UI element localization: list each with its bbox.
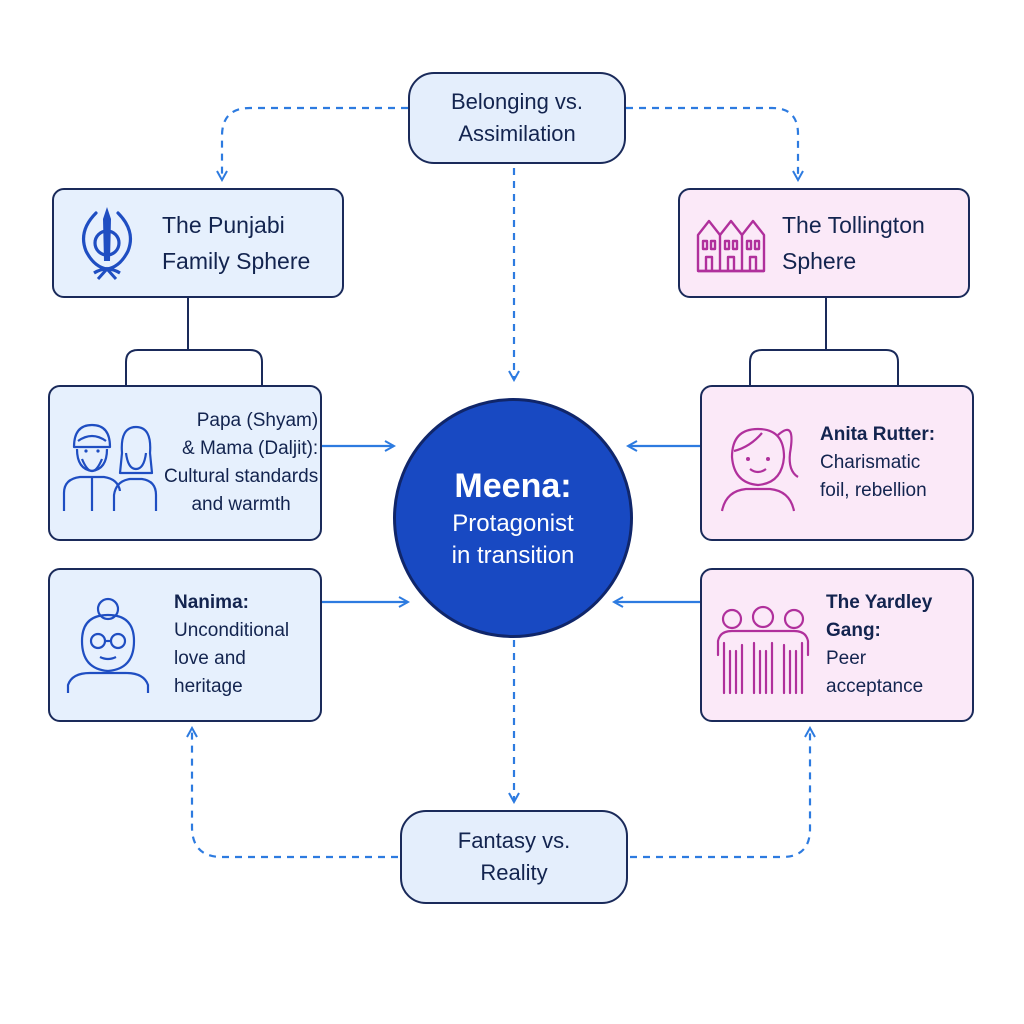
arrow-top-to-left-sphere: [222, 106, 408, 180]
center-meena: Meena: Protagonist in transition: [393, 398, 633, 638]
arrow-bottom-to-right-sphere: [630, 728, 810, 859]
grandmother-icon: [66, 597, 150, 693]
girl-icon: [720, 427, 799, 512]
papa-mama-text: Papa (Shyam) & Mama (Daljit): Cultural s…: [164, 410, 319, 515]
punjabi-family-sphere: The Punjabi Family Sphere: [52, 188, 344, 298]
arrow-top-to-right-sphere: [626, 106, 798, 180]
parents-icon: [62, 423, 158, 511]
center-title: Meena:: [454, 467, 572, 505]
node-anita-rutter: Anita Rutter: Charismatic foil, rebellio…: [700, 385, 974, 541]
nanima-text: Nanima: Unconditional love and heritage: [174, 592, 290, 697]
node-papa-mama: Papa (Shyam) & Mama (Daljit): Cultural s…: [48, 385, 322, 541]
theme-belonging-assimilation: Belonging vs. Assimilation: [408, 72, 626, 164]
center-subtitle-line-1: Protagonist: [452, 510, 574, 537]
node-yardley-gang: The Yardley Gang: Peer acceptance: [700, 568, 974, 722]
theme-fantasy-reality: Fantasy vs. Reality: [400, 810, 628, 904]
bracket-left: [125, 298, 263, 385]
arrow-bottom-to-left-sphere: [192, 728, 398, 859]
houses-icon: [696, 219, 766, 273]
khanda-icon: [82, 207, 132, 281]
theme-line-2: Reality: [480, 860, 548, 885]
theme-line-1: Belonging vs.: [450, 89, 584, 114]
bracket-right: [749, 298, 899, 385]
group-icon: [716, 605, 810, 695]
yardley-text: The Yardley Gang: Peer acceptance: [826, 592, 933, 697]
theme-line-1: Fantasy vs.: [457, 828, 571, 853]
tollington-sphere: The Tollington Sphere: [678, 188, 970, 298]
theme-line-2: Assimilation: [458, 121, 576, 146]
tollington-sphere-title: The Tollington Sphere: [782, 212, 925, 274]
punjabi-sphere-title: The Punjabi Family Sphere: [162, 212, 311, 274]
center-subtitle-line-2: in transition: [451, 542, 575, 569]
anita-text: Anita Rutter: Charismatic foil, rebellio…: [820, 424, 936, 501]
node-nanima: Nanima: Unconditional love and heritage: [48, 568, 322, 722]
